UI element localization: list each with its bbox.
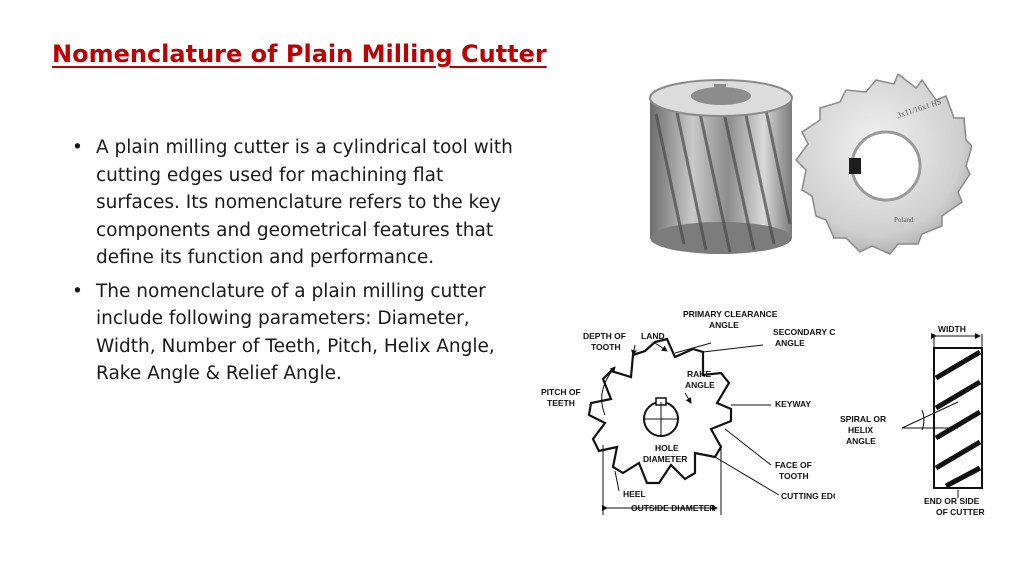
- bullet-item: • The nomenclature of a plain milling cut…: [72, 278, 522, 388]
- label-width: WIDTH: [938, 324, 966, 334]
- label-land: LAND: [641, 331, 665, 341]
- label-face-tooth: TOOTH: [779, 471, 809, 481]
- bullet-text: The nomenclature of a plain milling cutt…: [96, 280, 495, 385]
- bullet-item: • A plain milling cutter is a cylindrical…: [72, 134, 522, 272]
- disc-cutter-icon: 3x11/16x1 HS Poland: [795, 74, 972, 255]
- label-rake: RAKE: [687, 369, 711, 379]
- label-depth-of-tooth: DEPTH OF: [583, 331, 626, 341]
- bullet-list: • A plain milling cutter is a cylindrical…: [72, 134, 522, 394]
- label-secondary-clearance: SECONDARY CLEARANCE: [773, 327, 835, 337]
- label-outside-diameter: OUTSIDE DIAMETER: [631, 503, 716, 513]
- label-keyway: KEYWAY: [775, 399, 811, 409]
- label-helix: HELIX: [848, 425, 873, 435]
- label-secondary-clearance-angle: ANGLE: [775, 338, 805, 348]
- label-primary-clearance-angle: ANGLE: [709, 320, 739, 330]
- label-hole-diameter: DIAMETER: [643, 454, 687, 464]
- helical-cutter-icon: [649, 79, 793, 254]
- label-pitch-of-teeth: PITCH OF: [541, 387, 581, 397]
- label-heel: HEEL: [623, 489, 646, 499]
- brand-text: Poland: [894, 216, 914, 224]
- slide-title: Nomenclature of Plain Milling Cutter: [52, 40, 547, 68]
- label-of-cutter: OF CUTTER: [936, 507, 985, 517]
- nomenclature-diagram: PRIMARY CLEARANCE ANGLE SECONDARY CLEARA…: [541, 309, 835, 515]
- label-rake-angle: ANGLE: [685, 380, 715, 390]
- cutter-side-view-icon: [933, 347, 983, 489]
- label-face-of: FACE OF: [775, 460, 812, 470]
- label-primary-clearance: PRIMARY CLEARANCE: [683, 309, 778, 319]
- label-hole: HOLE: [655, 443, 679, 453]
- label-spiral-or: SPIRAL OR: [840, 414, 886, 424]
- width-diagram: WIDTH SPIRAL OR HELIX ANGLE END OR SIDE …: [840, 324, 985, 517]
- label-cutting-edge: CUTTING EDGE: [781, 491, 835, 501]
- cutters-photo: 3x11/16x1 HS Poland: [649, 74, 972, 255]
- bullet-dot-icon: •: [72, 280, 83, 302]
- label-pitch-teeth: TEETH: [547, 398, 575, 408]
- bullet-dot-icon: •: [72, 137, 83, 158]
- bullet-text: A plain milling cutter is a cylindrical …: [96, 137, 513, 268]
- label-helix-angle: ANGLE: [846, 436, 876, 446]
- label-end-or-side: END OR SIDE: [924, 496, 980, 506]
- label-depth-tooth: TOOTH: [591, 342, 621, 352]
